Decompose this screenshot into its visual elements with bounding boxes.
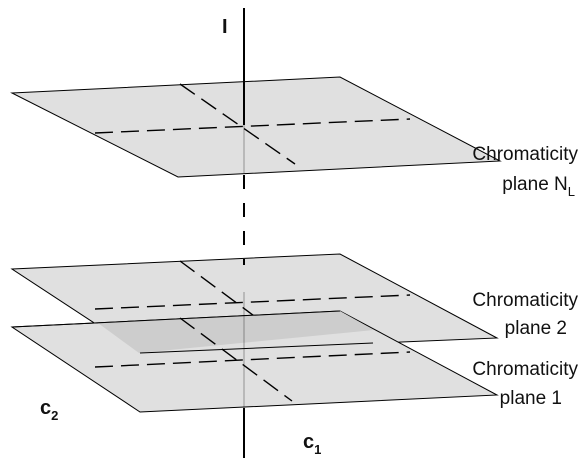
c2-axis-letter: c xyxy=(40,397,51,419)
c2-axis-label: c2 xyxy=(40,397,58,423)
chromaticity-plane-1 xyxy=(10,310,499,413)
c1-axis-label: c1 xyxy=(303,431,321,457)
plane-n-label-text: plane N xyxy=(502,174,568,195)
plane-1-top-edge xyxy=(11,310,341,328)
chromaticity-plane-n xyxy=(10,76,502,178)
plane-1-c1-axis xyxy=(179,317,293,402)
plane-1-label-line2: plane 1 xyxy=(500,388,562,409)
plane-n-c2-axis xyxy=(94,118,411,134)
plane-n-label-subscript: L xyxy=(568,184,575,199)
plane-2-c2-axis xyxy=(94,294,411,310)
plane-n-label-line1: Chromaticity xyxy=(472,144,578,165)
c2-axis-subscript: 2 xyxy=(51,408,58,423)
plane-1-label-line1: Chromaticity xyxy=(472,359,578,380)
plane-2-edge-through-plane-1 xyxy=(139,342,374,354)
plane-n-label-line2: plane NL xyxy=(502,174,575,199)
plane-n-c1-axis xyxy=(179,83,296,165)
c1-axis-subscript: 1 xyxy=(314,442,321,457)
intensity-axis-label: I xyxy=(222,16,228,38)
plane-overlap-region xyxy=(98,311,374,353)
plane-2-label-line1: Chromaticity xyxy=(472,290,578,311)
plane-2-label-line2: plane 2 xyxy=(505,318,567,339)
plane-n-surface xyxy=(10,76,502,178)
plane-1-c2-axis xyxy=(94,351,411,368)
c1-axis-letter: c xyxy=(303,431,314,453)
